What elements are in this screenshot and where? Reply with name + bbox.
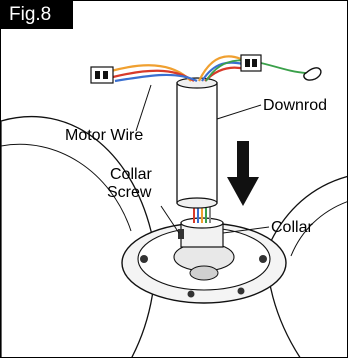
blade-arm-left-inner bbox=[1, 143, 132, 232]
direction-arrow-down bbox=[227, 141, 259, 206]
downrod bbox=[176, 82, 218, 204]
blade-arm-right-inner bbox=[290, 201, 347, 257]
blade-arm-left bbox=[1, 116, 156, 357]
housing-screw-1 bbox=[140, 255, 148, 263]
housing-screw-3 bbox=[187, 290, 195, 298]
collar-screw bbox=[178, 229, 184, 239]
motor-wire-right-blue bbox=[201, 61, 244, 82]
wire-connector-right bbox=[240, 54, 262, 72]
figure-label: Fig.8 bbox=[1, 1, 73, 29]
callout-collar-screw-line1: Collar bbox=[110, 166, 152, 183]
callout-collar: Collar bbox=[271, 219, 313, 236]
downrod-bottom bbox=[176, 197, 218, 209]
callout-collar-screw: Collar Screw bbox=[107, 166, 152, 202]
housing-screw-2 bbox=[259, 255, 267, 263]
ground-wire-loop bbox=[303, 67, 322, 81]
callout-downrod: Downrod bbox=[263, 97, 328, 114]
leader-collar-screw bbox=[160, 205, 180, 234]
motor-wire-right-orange bbox=[198, 55, 242, 82]
callout-collar-screw-line2: Screw bbox=[107, 184, 152, 201]
leader-motor-wire bbox=[135, 84, 152, 132]
downrod-top bbox=[176, 77, 218, 89]
callout-motor-wire: Motor Wire bbox=[65, 127, 144, 144]
leader-downrod bbox=[216, 104, 262, 120]
leader-collar bbox=[222, 226, 270, 234]
motor-hub-center bbox=[189, 265, 219, 281]
motor-wire-left-blue bbox=[114, 73, 198, 83]
wire-connector-left bbox=[90, 66, 114, 84]
housing-screw-4 bbox=[237, 287, 245, 295]
